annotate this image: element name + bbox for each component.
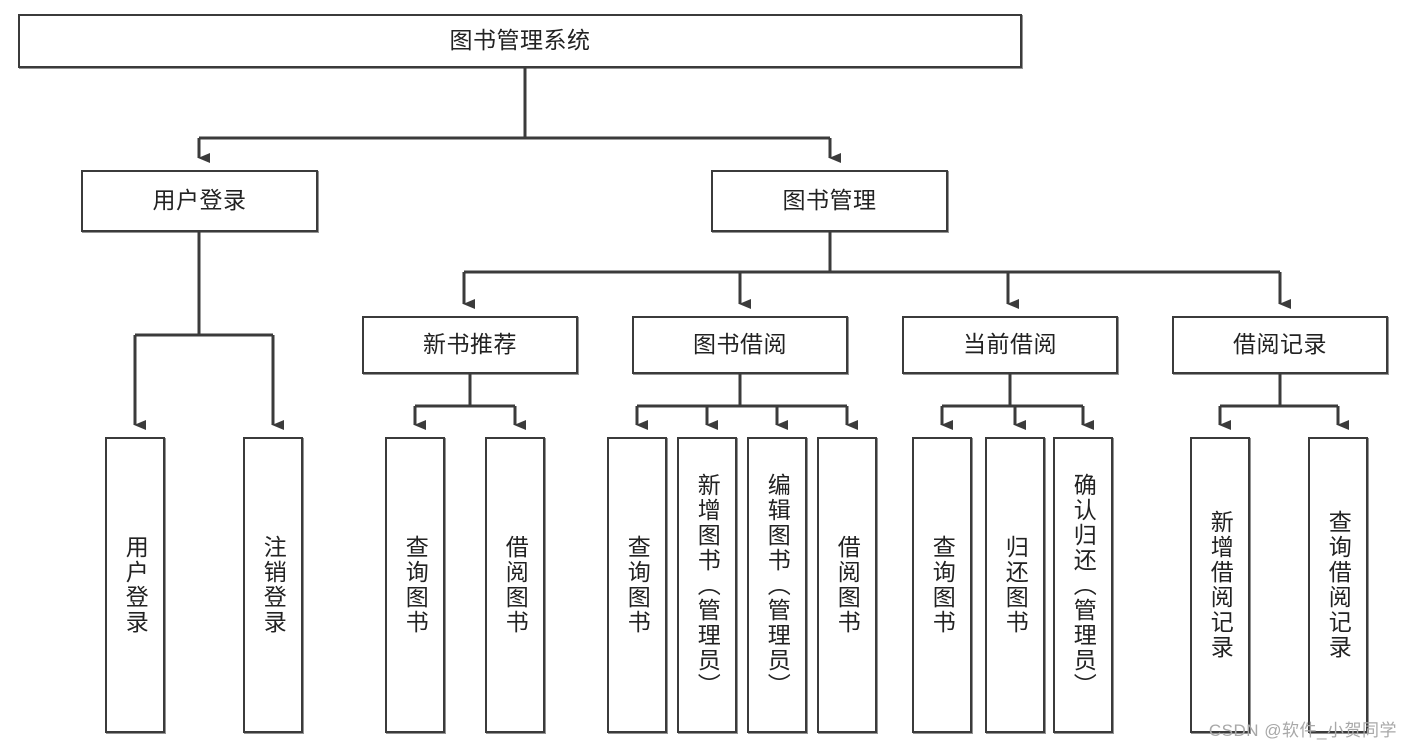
node-leaf-user-login-label: 用户登录 <box>122 535 149 635</box>
node-leaf-add-book[interactable]: 新增图书（管理员） <box>677 437 737 733</box>
node-leaf-confirm-return-label: 确认归还（管理员） <box>1070 472 1097 698</box>
node-book-manage[interactable]: 图书管理 <box>711 170 948 232</box>
node-leaf-query-book-cur[interactable]: 查询图书 <box>912 437 972 733</box>
node-book-manage-label: 图书管理 <box>782 187 877 214</box>
node-root-label: 图书管理系统 <box>449 27 591 54</box>
node-root[interactable]: 图书管理系统 <box>18 14 1022 68</box>
node-leaf-return-book-label: 归还图书 <box>1002 535 1029 635</box>
watermark: CSDN @软件_小贺同学 <box>1208 721 1397 740</box>
node-leaf-user-login[interactable]: 用户登录 <box>105 437 165 733</box>
node-leaf-edit-book-label: 编辑图书（管理员） <box>764 472 791 698</box>
node-leaf-borrow-book-label: 借阅图书 <box>834 535 861 635</box>
node-leaf-logout[interactable]: 注销登录 <box>243 437 303 733</box>
node-leaf-query-record-label: 查询借阅记录 <box>1325 510 1352 660</box>
node-user-login-label: 用户登录 <box>152 187 247 214</box>
node-borrow-record-label: 借阅记录 <box>1233 331 1327 358</box>
node-leaf-add-record-label: 新增借阅记录 <box>1207 510 1234 660</box>
node-leaf-query-book-rec-label: 查询图书 <box>402 535 429 635</box>
node-leaf-edit-book[interactable]: 编辑图书（管理员） <box>747 437 807 733</box>
node-leaf-borrow-book[interactable]: 借阅图书 <box>817 437 877 733</box>
node-leaf-query-book-borrow-label: 查询图书 <box>624 535 651 635</box>
node-leaf-borrow-book-rec[interactable]: 借阅图书 <box>485 437 545 733</box>
node-leaf-query-book-borrow[interactable]: 查询图书 <box>607 437 667 733</box>
node-new-book-recommend-label: 新书推荐 <box>423 331 517 358</box>
node-book-borrow[interactable]: 图书借阅 <box>632 316 848 374</box>
node-leaf-query-book-cur-label: 查询图书 <box>929 535 956 635</box>
node-leaf-confirm-return[interactable]: 确认归还（管理员） <box>1053 437 1113 733</box>
node-leaf-return-book[interactable]: 归还图书 <box>985 437 1045 733</box>
node-leaf-logout-label: 注销登录 <box>260 535 287 635</box>
node-current-borrow-label: 当前借阅 <box>963 331 1057 358</box>
node-leaf-query-record[interactable]: 查询借阅记录 <box>1308 437 1368 733</box>
node-new-book-recommend[interactable]: 新书推荐 <box>362 316 578 374</box>
node-leaf-add-record[interactable]: 新增借阅记录 <box>1190 437 1250 733</box>
node-leaf-add-book-label: 新增图书（管理员） <box>694 472 721 698</box>
node-leaf-query-book-rec[interactable]: 查询图书 <box>385 437 445 733</box>
node-book-borrow-label: 图书借阅 <box>693 331 787 358</box>
node-leaf-borrow-book-rec-label: 借阅图书 <box>502 535 529 635</box>
node-borrow-record[interactable]: 借阅记录 <box>1172 316 1388 374</box>
node-user-login[interactable]: 用户登录 <box>81 170 318 232</box>
node-current-borrow[interactable]: 当前借阅 <box>902 316 1118 374</box>
